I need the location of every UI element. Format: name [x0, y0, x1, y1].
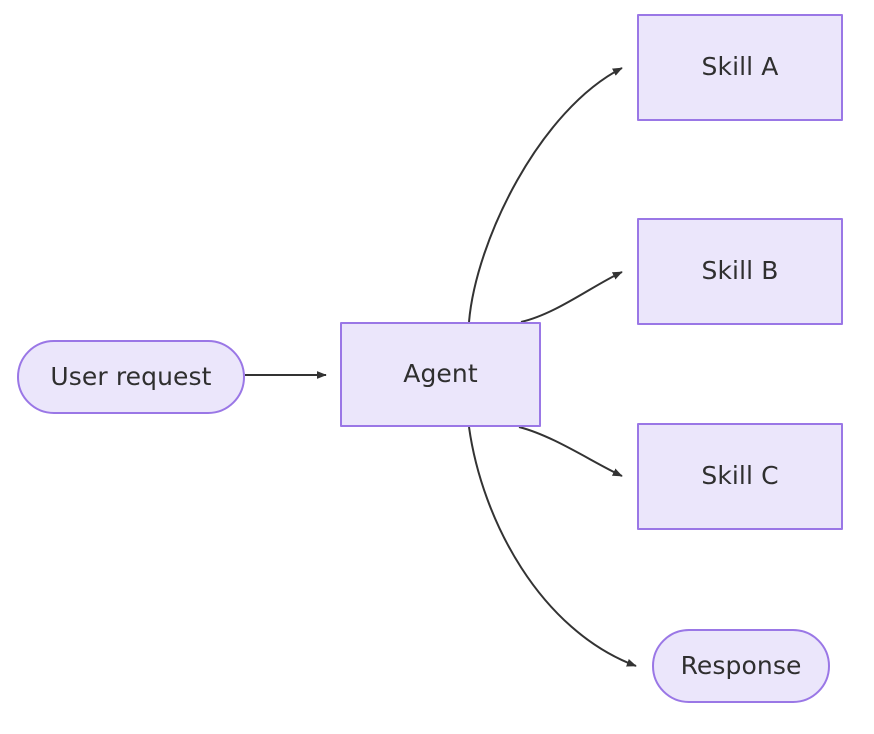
- node-agent-label: Agent: [403, 359, 478, 388]
- node-skill-a[interactable]: Skill A: [637, 14, 843, 121]
- node-skill-b[interactable]: Skill B: [637, 218, 843, 325]
- node-agent[interactable]: Agent: [340, 322, 541, 427]
- node-skill-c-label: Skill C: [701, 461, 779, 490]
- node-user-request[interactable]: User request: [17, 340, 245, 414]
- edge-agent-response: [468, 426, 637, 667]
- node-skill-b-label: Skill B: [701, 256, 779, 285]
- node-skill-c[interactable]: Skill C: [637, 423, 843, 530]
- edge-agent-skill-b: [520, 271, 623, 323]
- node-response-label: Response: [680, 650, 802, 680]
- edge-agent-skill-a: [468, 67, 623, 323]
- node-user-request-label: User request: [50, 361, 212, 391]
- edge-agent-skill-c: [518, 426, 623, 477]
- node-skill-a-label: Skill A: [701, 52, 779, 81]
- node-response[interactable]: Response: [652, 629, 830, 703]
